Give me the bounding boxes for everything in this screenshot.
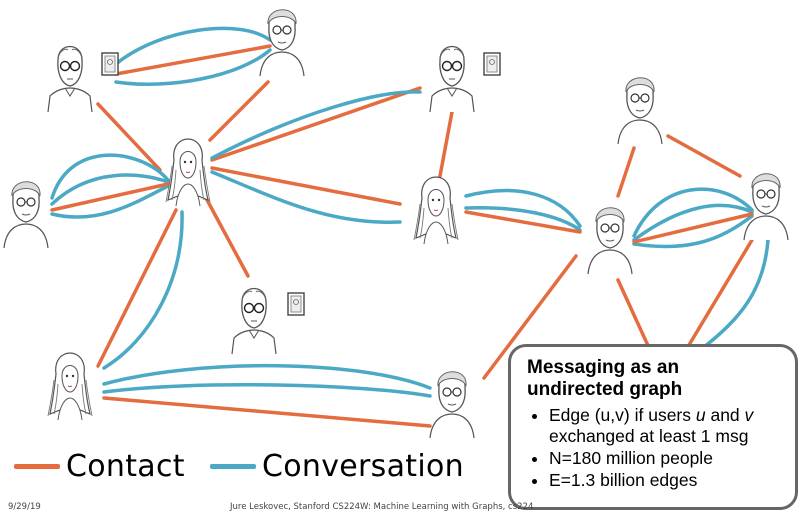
conversation-edge [632,214,754,249]
contact-edge [210,166,402,206]
person-elderly-woman-icon [3,181,49,249]
footer-credit: Jure Leskovec, Stanford CS224W: Machine … [230,502,534,512]
bullet-italic-u: u [695,405,706,425]
contact-edge [96,208,178,368]
callout-bullet-edges: E=1.3 billion edges [549,470,785,491]
contact-edge [210,86,422,162]
picture-frame-icon [101,52,119,76]
conversation-edge [50,153,170,200]
bullet-italic-v: v [744,405,754,425]
legend-contact-label: Contact [66,448,185,484]
contact-edge [204,196,250,278]
person-man-glasses-icon [47,45,93,113]
conversation-edge [464,188,582,228]
callout-title: Messaging as an undirected graph [527,357,785,401]
callout-title-line2: undirected graph [527,379,683,400]
legend-conversation: Conversation [210,446,464,486]
conversation-edge [698,238,770,352]
conversation-edge [50,173,170,206]
person-woman-long-hair-icon [413,176,459,245]
person-elderly-woman-icon [617,77,663,145]
contact-edge [616,146,636,198]
conversation-edge [102,363,432,390]
callout-bullets: Edge (u,v) if users u and v exchanged at… [527,405,785,491]
contact-edge [208,80,270,142]
conversation-edge [102,383,432,398]
footer-date: 9/29/19 [8,502,41,512]
conversation-edge [114,48,272,86]
conversation-edge [210,170,402,224]
conversation-line-swatch [210,463,256,469]
conversation-edge [50,184,170,219]
contact-edge [616,278,652,352]
callout-title-line1: Messaging as an [527,357,680,378]
picture-frame-icon [287,292,305,316]
bullet-text: and [705,405,745,425]
contact-edge [50,182,170,212]
person-woman-long-hair-icon [165,138,211,207]
person-elderly-woman-icon [429,371,475,439]
bullet-text: exchanged at least 1 msg [549,426,749,446]
contact-edge [102,396,432,428]
contact-edge [632,212,754,244]
contact-edge [96,102,162,172]
legend-conversation-label: Conversation [262,448,464,484]
conversation-edge [464,205,582,232]
bullet-text: Edge (u,v) if users [549,405,696,425]
conversation-edge [632,203,754,242]
person-woman-long-hair-icon [47,352,93,421]
graph-edges [50,26,770,428]
info-callout: Messaging as an undirected graph Edge (u… [508,344,798,510]
conversation-edge [210,90,422,160]
person-man-glasses-icon [231,287,277,355]
conversation-edge [102,210,184,370]
contact-edge [114,44,272,76]
contact-edge [684,238,754,352]
conversation-edge [632,187,754,238]
contact-edge [482,254,578,380]
callout-bullet-edge-definition: Edge (u,v) if users u and v exchanged at… [549,405,785,447]
legend-contact: Contact [14,446,185,486]
contact-edge [438,110,454,178]
conversation-edge [114,26,272,66]
contact-edge [464,210,582,234]
callout-bullet-nodes: N=180 million people [549,448,785,469]
person-elderly-woman-icon [259,9,305,77]
contact-edge [666,134,742,178]
picture-frame-icon [483,52,501,76]
contact-line-swatch [14,463,60,469]
person-man-glasses-icon [429,45,475,113]
person-elderly-woman-icon [587,207,633,275]
